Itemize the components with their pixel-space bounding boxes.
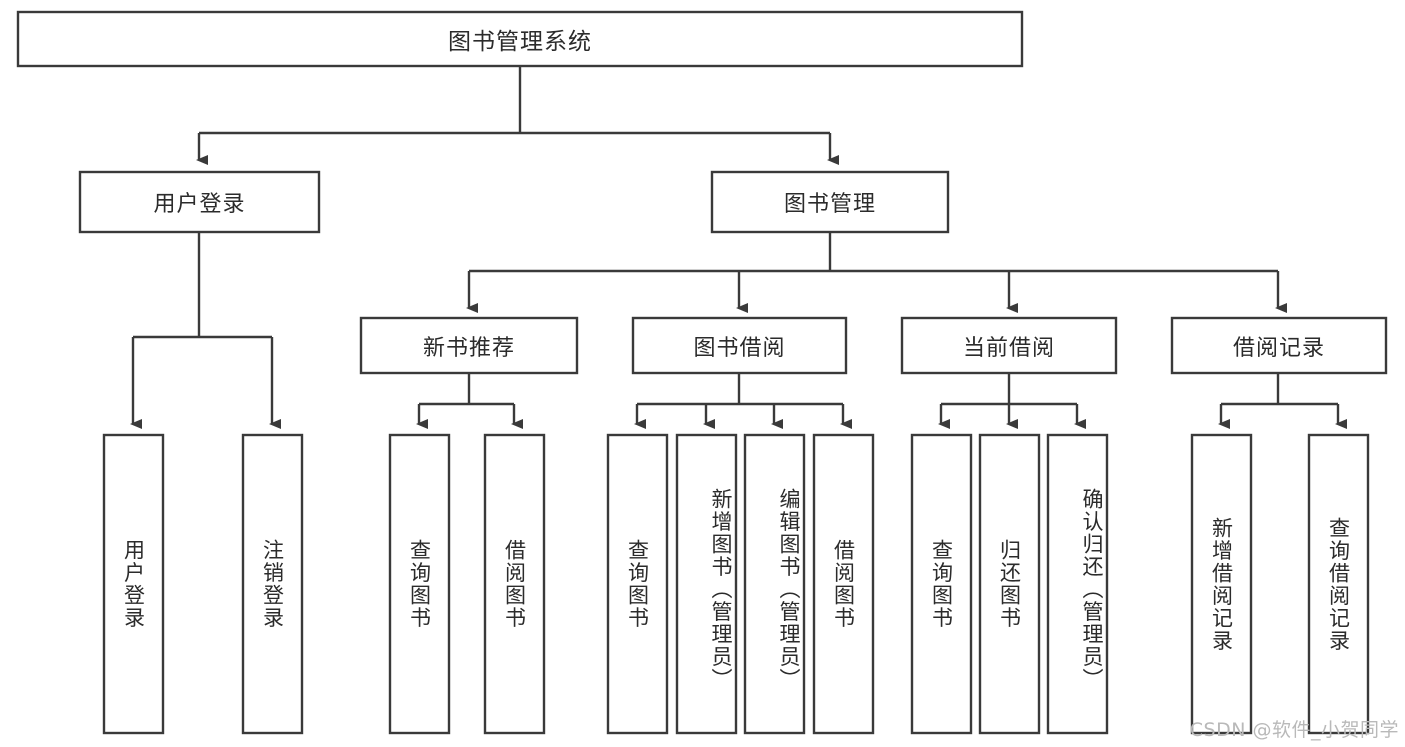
node-box-root[interactable]: [16, 10, 1024, 68]
leaf-box-user-login-0[interactable]: [102, 433, 165, 735]
leaf-box-current-borrow-1[interactable]: [978, 433, 1041, 735]
leaf-box-new-book-0[interactable]: [388, 433, 451, 735]
node-box-book-manage[interactable]: [710, 170, 950, 234]
leaf-box-book-borrow-3[interactable]: [812, 433, 875, 735]
leaf-box-book-borrow-2[interactable]: [743, 433, 806, 735]
node-box-new-book-recommend[interactable]: [359, 316, 579, 375]
node-box-borrow-record[interactable]: [1170, 316, 1388, 375]
leaf-box-current-borrow-2[interactable]: [1046, 433, 1109, 735]
leaf-box-new-book-1[interactable]: [483, 433, 546, 735]
leaf-box-book-borrow-1[interactable]: [675, 433, 738, 735]
csdn-watermark: CSDN @软件_小贺同学: [1189, 719, 1399, 741]
node-box-user-login[interactable]: [78, 170, 321, 234]
leaf-box-book-borrow-0[interactable]: [606, 433, 669, 735]
leaf-box-current-borrow-0[interactable]: [910, 433, 973, 735]
node-box-book-borrow[interactable]: [631, 316, 848, 375]
leaf-box-borrow-record-1[interactable]: [1307, 433, 1370, 735]
leaf-box-borrow-record-0[interactable]: [1190, 433, 1253, 735]
leaf-box-user-login-1[interactable]: [241, 433, 304, 735]
node-box-current-borrow[interactable]: [900, 316, 1118, 375]
